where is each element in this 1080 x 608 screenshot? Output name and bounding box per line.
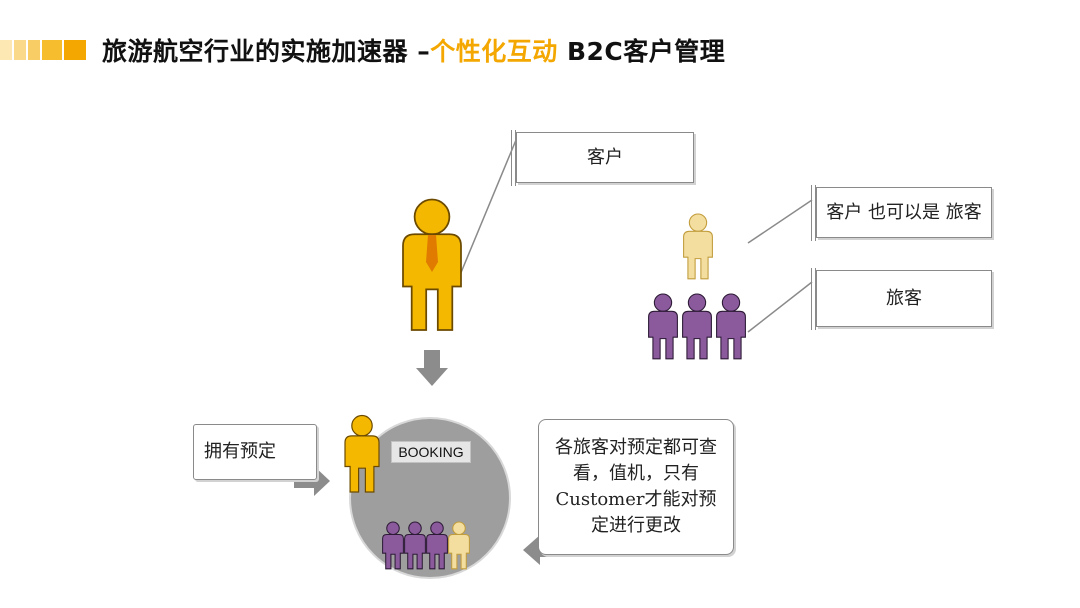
info-callout-text: 各旅客对预定都可查看，值机，只有Customer才能对预定进行更改 bbox=[555, 437, 717, 536]
title-tail: B2C客户管理 bbox=[557, 37, 726, 66]
right-arrow-icon bbox=[294, 466, 330, 496]
header-stripe-5 bbox=[64, 40, 86, 60]
header-stripe-2 bbox=[14, 40, 26, 60]
pale-customer-figure bbox=[683, 213, 713, 280]
header-stripe-4 bbox=[42, 40, 62, 60]
customer-label: 客户 bbox=[587, 146, 623, 168]
traveler-label: 旅客 bbox=[886, 287, 922, 309]
also-traveler-connector-line bbox=[747, 199, 813, 244]
page-title: 旅游航空行业的实施加速器 –个性化互动 B2C客户管理 bbox=[102, 32, 725, 68]
traveler-figure-1 bbox=[648, 293, 678, 360]
customer-connector-line bbox=[459, 139, 517, 276]
booking-label: BOOKING bbox=[391, 441, 471, 463]
title-highlight: 个性化互动 bbox=[430, 37, 558, 66]
customer-also-traveler-box: 客户 也可以是 旅客 bbox=[811, 185, 992, 241]
own-booking-box: 拥有预定 bbox=[193, 424, 317, 480]
own-booking-label: 拥有预定 bbox=[204, 441, 276, 462]
traveler-figure-3 bbox=[716, 293, 746, 360]
traveler-figure-2 bbox=[682, 293, 712, 360]
traveler-connector-line bbox=[747, 281, 813, 333]
title-main: 旅游航空行业的实施加速器 – bbox=[102, 37, 431, 66]
down-arrow-icon bbox=[416, 350, 448, 386]
info-callout-box: 各旅客对预定都可查看，值机，只有Customer才能对预定进行更改 bbox=[538, 419, 734, 555]
customer-tie-icon bbox=[426, 235, 438, 272]
header-stripe-3 bbox=[28, 40, 40, 60]
customer-also-traveler-label: 客户 也可以是 旅客 bbox=[826, 201, 982, 223]
customer-label-box: 客户 bbox=[511, 130, 694, 186]
traveler-label-box: 旅客 bbox=[811, 268, 992, 330]
header-stripe-1 bbox=[0, 40, 12, 60]
